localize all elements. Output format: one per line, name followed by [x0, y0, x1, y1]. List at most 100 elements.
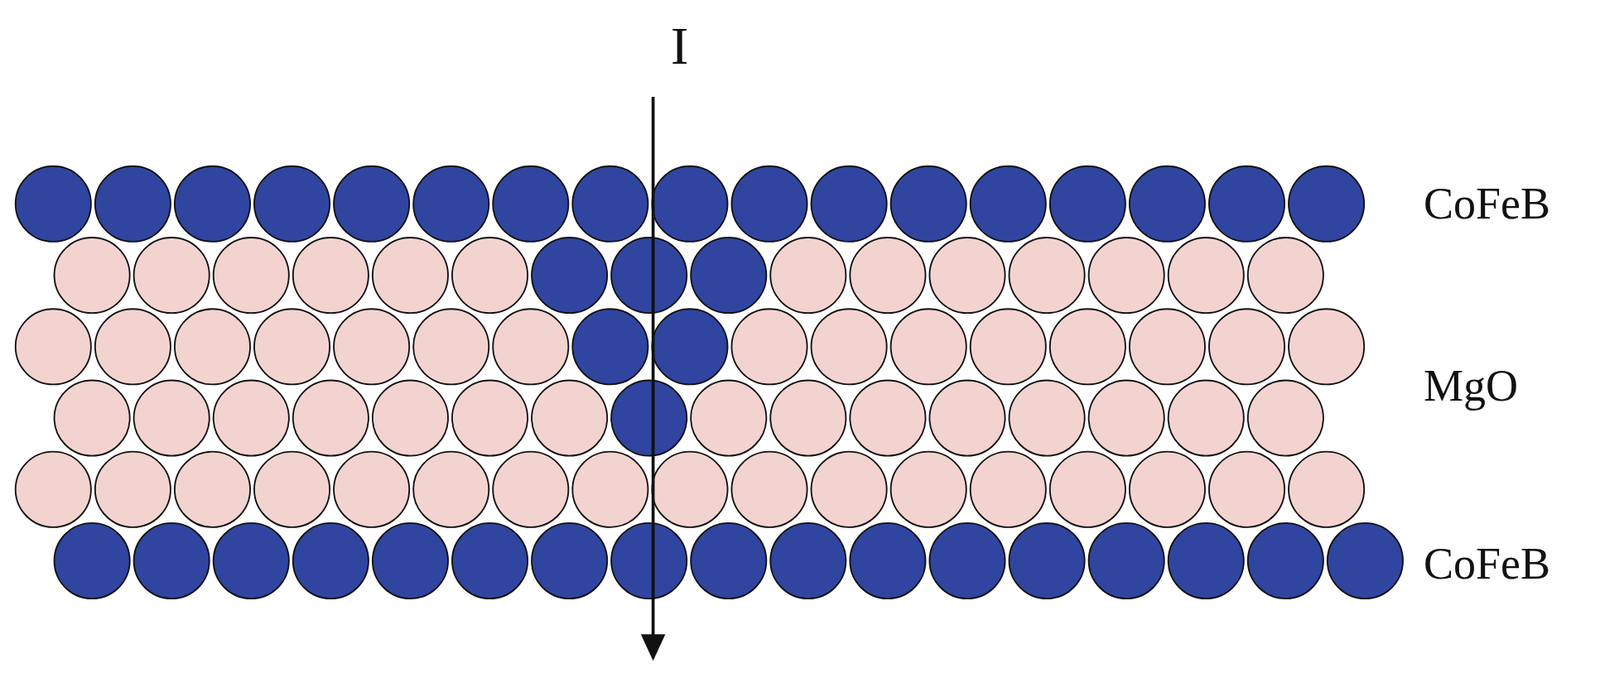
oxide-atom	[1288, 452, 1364, 528]
oxide-atom	[731, 308, 807, 385]
metal-atom	[1050, 166, 1126, 242]
metal-atom	[134, 523, 210, 599]
oxide-atom	[1288, 308, 1364, 385]
oxide-atom	[254, 308, 330, 385]
oxide-atom	[1248, 237, 1324, 314]
metal-atom	[1089, 523, 1165, 599]
metal-atom	[611, 523, 687, 599]
metal-atom	[531, 523, 608, 599]
oxide-atom	[929, 237, 1005, 314]
oxide-atom	[174, 308, 251, 385]
oxide-atom	[531, 380, 608, 456]
oxide-atom	[690, 380, 767, 456]
metal-atom	[572, 166, 648, 242]
metal-atom	[15, 166, 92, 242]
oxide-atom	[413, 452, 489, 528]
oxide-atom	[134, 380, 210, 456]
oxide-atom	[54, 380, 131, 456]
oxide-atom	[254, 452, 330, 528]
oxide-atom	[1168, 237, 1244, 314]
oxide-atom	[1129, 452, 1205, 528]
oxide-atom	[293, 237, 369, 314]
oxide-atom	[970, 452, 1046, 528]
oxide-atom	[54, 237, 131, 314]
oxide-atom	[1089, 380, 1165, 456]
oxide-atom	[1168, 380, 1244, 456]
oxide-atom	[811, 308, 887, 385]
layer-label: MgO	[1423, 363, 1519, 409]
oxide-atom	[731, 452, 807, 528]
oxide-atom	[452, 237, 528, 314]
oxide-atom	[95, 308, 171, 385]
oxide-atom	[1248, 380, 1324, 456]
metal-atom	[492, 166, 569, 242]
oxide-atom	[891, 308, 967, 385]
metal-atom	[970, 166, 1046, 242]
oxide-atom	[134, 237, 210, 314]
atom-circles	[15, 166, 1403, 599]
metal-atom	[213, 523, 290, 599]
oxide-atom	[1209, 452, 1285, 528]
oxide-atom	[572, 452, 648, 528]
current-label: I	[670, 19, 689, 73]
oxide-atom	[492, 308, 569, 385]
metal-atom	[174, 166, 251, 242]
metal-atom	[731, 166, 807, 242]
oxide-atom	[333, 308, 410, 385]
oxide-atom	[811, 452, 887, 528]
oxide-atom	[213, 380, 290, 456]
oxide-atom	[1050, 308, 1126, 385]
metal-atom	[891, 166, 967, 242]
oxide-atom	[213, 237, 290, 314]
metal-atom	[651, 308, 728, 385]
metal-atom	[1129, 166, 1205, 242]
oxide-atom	[1050, 452, 1126, 528]
oxide-atom	[174, 452, 251, 528]
metal-atom	[254, 166, 330, 242]
metal-atom	[690, 523, 767, 599]
metal-atom	[1168, 523, 1244, 599]
metal-atom	[611, 237, 687, 314]
layer-label: CoFeB	[1423, 181, 1551, 227]
oxide-atom	[849, 237, 926, 314]
oxide-atom	[95, 452, 171, 528]
metal-atom	[95, 166, 171, 242]
oxide-atom	[849, 380, 926, 456]
metal-atom	[611, 380, 687, 456]
metal-atom	[651, 166, 728, 242]
oxide-atom	[492, 452, 569, 528]
metal-atom	[849, 523, 926, 599]
metal-atom	[293, 523, 369, 599]
oxide-atom	[15, 308, 92, 385]
metal-atom	[413, 166, 489, 242]
oxide-atom	[333, 452, 410, 528]
metal-atom	[333, 166, 410, 242]
oxide-atom	[770, 380, 846, 456]
metal-atom	[452, 523, 528, 599]
metal-atom	[1209, 166, 1285, 242]
metal-atom	[690, 237, 767, 314]
metal-atom	[1248, 523, 1324, 599]
metal-atom	[372, 523, 449, 599]
oxide-atom	[929, 380, 1005, 456]
oxide-atom	[1129, 308, 1205, 385]
metal-atom	[811, 166, 887, 242]
oxide-atom	[891, 452, 967, 528]
current-arrowhead	[640, 634, 666, 661]
current-arrow	[651, 96, 656, 637]
metal-atom	[1288, 166, 1364, 242]
oxide-atom	[1009, 237, 1085, 314]
metal-atom	[770, 523, 846, 599]
layer-label: CoFeB	[1423, 541, 1551, 587]
metal-atom	[1009, 523, 1085, 599]
oxide-atom	[1209, 308, 1285, 385]
oxide-atom	[372, 380, 449, 456]
metal-atom	[531, 237, 608, 314]
oxide-atom	[651, 452, 728, 528]
metal-atom	[572, 308, 648, 385]
metal-atom	[929, 523, 1005, 599]
oxide-atom	[293, 380, 369, 456]
oxide-atom	[1089, 237, 1165, 314]
oxide-atom	[970, 308, 1046, 385]
